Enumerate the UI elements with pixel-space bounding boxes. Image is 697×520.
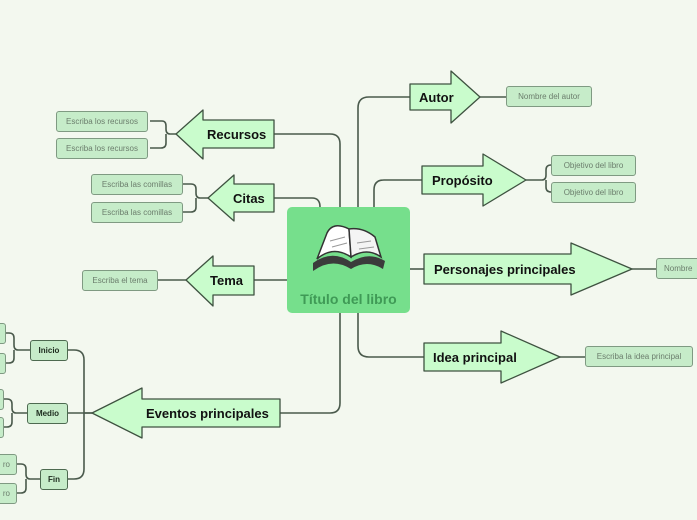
chip-inicio-2[interactable] (0, 353, 6, 374)
connector-medio-chip-1 (4, 398, 27, 414)
node-eventos-shape[interactable] (91, 387, 281, 439)
chip-autor-1[interactable]: Nombre del autor (506, 86, 592, 107)
node-eventos-label[interactable]: Eventos principales (146, 406, 269, 421)
node-proposito-label[interactable]: Propósito (432, 173, 493, 188)
connector-inicio (68, 349, 92, 414)
chip-tema-1[interactable]: Escriba el tema (82, 270, 158, 291)
node-recursos-shape[interactable] (175, 109, 275, 160)
connector-citas-chip-1 (183, 183, 208, 199)
connector-citas (274, 197, 321, 208)
chip-medio-1[interactable] (0, 389, 4, 410)
chip-idea-1[interactable]: Escriba la idea principal (585, 346, 693, 367)
node-citas-label[interactable]: Citas (233, 191, 265, 206)
connector-eventos (280, 313, 341, 414)
subnode-inicio[interactable]: Inicio (30, 340, 68, 361)
node-tema-label[interactable]: Tema (210, 273, 243, 288)
chip-proposito-1[interactable]: Objetivo del libro (551, 155, 636, 176)
chip-fin-2[interactable]: ro (0, 483, 17, 504)
node-autor-shape[interactable] (409, 70, 481, 124)
chip-citas-2[interactable]: Escriba las comillas (91, 202, 183, 223)
connector-fin-chip-1 (17, 463, 40, 480)
connector-fin-chip-2 (17, 479, 27, 494)
central-topic-title: Título del libro (300, 291, 397, 307)
node-personajes-shape[interactable] (423, 242, 633, 296)
connector-recursos-chip-1 (150, 120, 176, 135)
connector-recursos (274, 133, 341, 207)
connector-medio-chip-2 (4, 413, 13, 428)
connector-citas-chip-2 (183, 198, 197, 213)
node-tema-shape[interactable] (185, 255, 255, 307)
connector-inicio-chip-1 (6, 332, 30, 351)
node-citas-shape[interactable] (207, 174, 275, 222)
node-idea-label[interactable]: Idea principal (433, 350, 517, 365)
subnode-fin[interactable]: Fin (40, 469, 68, 490)
node-proposito-shape[interactable] (421, 153, 527, 207)
chip-citas-1[interactable]: Escriba las comillas (91, 174, 183, 195)
open-book-icon (313, 225, 385, 271)
connector-proposito (373, 179, 422, 213)
chip-recursos-2[interactable]: Escriba los recursos (56, 138, 148, 159)
central-topic[interactable]: Título del libro (287, 207, 410, 313)
chip-recursos-1[interactable]: Escriba los recursos (56, 111, 148, 132)
chip-fin-1[interactable]: ro (0, 454, 17, 475)
connector-idea (357, 313, 424, 358)
chip-proposito-2[interactable]: Objetivo del libro (551, 182, 636, 203)
subnode-medio[interactable]: Medio (27, 403, 68, 424)
chip-inicio-1[interactable] (0, 323, 6, 344)
node-idea-shape[interactable] (423, 330, 561, 384)
chip-personajes-1[interactable]: Nombre (656, 258, 697, 279)
node-recursos-label[interactable]: Recursos (207, 127, 267, 142)
connector-proposito-chip-2 (545, 180, 552, 193)
connector-proposito-chip-1 (526, 164, 552, 181)
chip-medio-2[interactable] (0, 417, 4, 438)
connector-autor (357, 96, 410, 213)
connector-recursos-chip-2 (150, 134, 167, 149)
node-personajes-label[interactable]: Personajes principales (434, 262, 576, 277)
node-autor-label[interactable]: Autor (419, 90, 454, 105)
connector-fin (68, 413, 85, 480)
connector-inicio-chip-2 (6, 350, 15, 364)
